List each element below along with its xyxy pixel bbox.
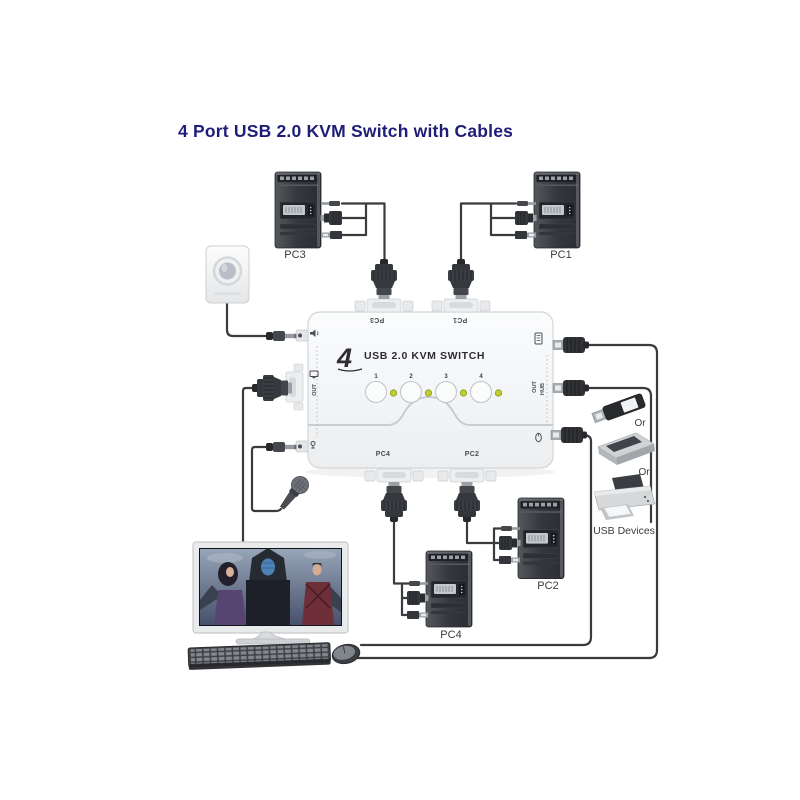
kvm-wave-line bbox=[308, 395, 553, 426]
pc3-harness bbox=[320, 200, 343, 240]
pc1-label: PC1 bbox=[550, 249, 571, 261]
kvm-led-1 bbox=[389, 389, 398, 397]
kvm-label-pc1: PC1 bbox=[453, 316, 468, 323]
pc3-label: PC3 bbox=[284, 249, 305, 261]
kvm-button-3 bbox=[434, 380, 458, 404]
kvm-button-2-number: 2 bbox=[409, 374, 413, 380]
pc4-label: PC4 bbox=[440, 629, 461, 641]
kvm-port-pc1 bbox=[431, 298, 491, 313]
cable-pc4 bbox=[392, 518, 413, 617]
or-label-1: Or bbox=[634, 418, 646, 429]
pc2-harness bbox=[498, 525, 521, 565]
kvm-label-hub: HUB bbox=[540, 383, 546, 395]
cable-hub-usb bbox=[584, 386, 653, 524]
vga-plug-pc2 bbox=[453, 481, 481, 523]
kvm-button-2 bbox=[399, 380, 423, 404]
vga-plug-pc4 bbox=[380, 481, 408, 523]
kvm-button-1-number: 1 bbox=[374, 374, 378, 380]
kvm-label-monitor-out: OUT bbox=[312, 384, 318, 396]
page-title: 4 Port USB 2.0 KVM Switch with Cables bbox=[178, 121, 514, 141]
kvm-label-pc4: PC4 bbox=[376, 451, 391, 458]
usb-devices-label: USB Devices bbox=[593, 525, 655, 537]
kvm-brand-swoosh bbox=[337, 368, 363, 372]
kvm-button-4 bbox=[469, 380, 493, 404]
mouse bbox=[331, 643, 361, 665]
scanner bbox=[597, 432, 655, 465]
kvm-button-3-number: 3 bbox=[444, 374, 448, 380]
kvm-port-speaker bbox=[295, 329, 309, 342]
or-label-2: Or bbox=[638, 467, 650, 478]
cable-pc3 bbox=[340, 202, 386, 264]
pc1-tower bbox=[533, 171, 581, 249]
cable-pc1 bbox=[459, 202, 518, 264]
printer bbox=[593, 474, 656, 520]
cable-keyboard-usb bbox=[353, 343, 659, 660]
kvm-buttons: 1 2 3 4 bbox=[364, 374, 503, 404]
kvm-label-pc2: PC2 bbox=[465, 451, 480, 458]
kvm-label-pc3: PC3 bbox=[370, 316, 385, 323]
cable-pc2 bbox=[465, 517, 504, 562]
monitor bbox=[192, 541, 349, 645]
kvm-button-1 bbox=[364, 380, 388, 404]
kvm-port-monitor-out bbox=[285, 363, 304, 411]
cable-microphone bbox=[250, 445, 283, 513]
keyboard-icon bbox=[534, 332, 543, 345]
pc2-label: PC2 bbox=[537, 580, 558, 592]
kvm-brand-text: USB 2.0 KVM SWITCH bbox=[364, 350, 485, 362]
usb-plug-mouse bbox=[550, 426, 588, 444]
kvm-led-2 bbox=[424, 389, 433, 397]
mouse-icon bbox=[535, 432, 542, 443]
kvm-port-pc2 bbox=[437, 468, 497, 483]
pc3-tower bbox=[274, 171, 322, 249]
kvm-port-pc4 bbox=[364, 468, 424, 483]
monitor-stand bbox=[235, 631, 311, 645]
kvm-led-4 bbox=[494, 389, 503, 397]
vga-plug-pc1 bbox=[447, 258, 475, 300]
monitor-icon bbox=[309, 370, 319, 379]
mic-jack bbox=[266, 442, 297, 452]
pc1-harness bbox=[514, 200, 537, 240]
speaker-jack bbox=[266, 331, 297, 341]
microphone bbox=[280, 476, 309, 510]
kvm-switch: 4 USB 2.0 KVM SWITCH 1 2 3 4 PC3 PC1 bbox=[285, 298, 554, 483]
kvm-port-pc3 bbox=[354, 298, 414, 313]
pc4-harness bbox=[406, 580, 429, 620]
speaker-icon bbox=[310, 329, 319, 337]
kvm-brand-number: 4 bbox=[336, 343, 352, 373]
vga-plug-pc3 bbox=[370, 258, 398, 300]
mic-icon bbox=[310, 441, 316, 449]
usb-plug-keyboard bbox=[552, 336, 590, 354]
kvm-port-mic bbox=[295, 440, 309, 453]
kvm-label-console-out: OUT bbox=[532, 381, 538, 393]
keyboard bbox=[187, 642, 331, 670]
kvm-button-4-number: 4 bbox=[479, 374, 483, 380]
cable-monitor-vga bbox=[241, 386, 254, 545]
cable-mouse-usb bbox=[359, 433, 593, 647]
monitor-screen-art bbox=[200, 548, 341, 625]
pc4-tower bbox=[425, 550, 473, 628]
kvm-led-3 bbox=[459, 389, 468, 397]
pc2-tower bbox=[517, 497, 565, 580]
cable-speaker bbox=[225, 301, 270, 338]
speaker bbox=[205, 245, 250, 304]
usb-plug-hub bbox=[552, 379, 590, 397]
usb-flash-drive bbox=[591, 393, 646, 424]
cables bbox=[225, 202, 659, 660]
